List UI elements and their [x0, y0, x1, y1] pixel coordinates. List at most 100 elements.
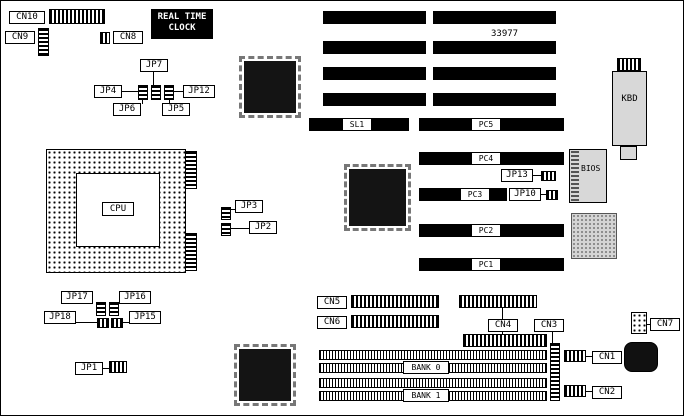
cn7-label: CN7 [650, 318, 680, 331]
cn9-label: CN9 [5, 31, 35, 44]
cn3-connector [550, 343, 560, 401]
jp12-line [174, 91, 183, 92]
kbd-label: KBD [621, 94, 638, 104]
pc5-label: PC5 [472, 119, 500, 130]
jp18-line [76, 322, 97, 323]
pc2-label: PC2 [472, 225, 500, 236]
bios-hatch [571, 151, 579, 201]
rtc-label-line1: REAL TIME [157, 12, 207, 22]
qfp-chip-top [239, 56, 301, 118]
kbd-small-box [620, 146, 637, 160]
cn5-connector [351, 295, 439, 308]
rtc-chip: REAL TIME CLOCK [151, 9, 213, 39]
edge-bar-1-right [433, 11, 556, 24]
jp1-connector [109, 361, 127, 373]
cn1-label: CN1 [592, 351, 622, 364]
jp18-jumper [97, 318, 109, 328]
cn1-line [586, 356, 592, 357]
cn4-connector-lower [463, 334, 547, 347]
qfp-chip-middle [344, 164, 411, 231]
cpu-socket-inner [76, 173, 160, 247]
jp4-line [122, 91, 138, 92]
bank1-label: BANK 1 [403, 389, 449, 402]
jp7-line [153, 72, 154, 85]
jp10-label: JP10 [509, 188, 541, 201]
jp3-line [231, 209, 235, 210]
jp2-label: JP2 [249, 221, 277, 234]
jp12-jumper [164, 85, 174, 100]
edge-bar-2-right [433, 41, 556, 54]
jp16-label: JP16 [119, 291, 151, 304]
simm-slot-3 [319, 378, 547, 388]
pc3-label: PC3 [461, 189, 489, 200]
pc4-label: PC4 [472, 153, 500, 164]
cn7-line [647, 324, 650, 325]
cn3-label: CN3 [534, 319, 564, 332]
cn10-connector [49, 9, 105, 24]
jp6-line [142, 100, 143, 104]
jp13-jumper [541, 171, 556, 181]
jp16-jumper [109, 302, 119, 316]
jp15-jumper [111, 318, 123, 328]
jp3-label: JP3 [235, 200, 263, 213]
jp1-line [103, 368, 109, 369]
edge-bar-4-right [433, 93, 556, 106]
bank0-label: BANK 0 [403, 361, 449, 374]
jp10-jumper [546, 190, 558, 200]
jp10-line [541, 194, 546, 195]
edge-bar-3-left [323, 67, 426, 80]
cn7-connector [631, 312, 647, 334]
jp13-label: JP13 [501, 169, 533, 182]
jp18-label: JP18 [44, 311, 76, 324]
cn6-label: CN6 [317, 316, 347, 329]
part-number: 33977 [491, 29, 519, 39]
jp4-label: JP4 [94, 85, 122, 98]
jp1-label: JP1 [75, 362, 103, 375]
bios-label: BIOS [581, 164, 601, 173]
cn4-label: CN4 [488, 319, 518, 332]
cpu-label: CPU [102, 202, 134, 216]
kbd-cap [617, 58, 641, 71]
cn8-connector [100, 32, 110, 44]
jp13-line [533, 175, 541, 176]
socket-lever-top [185, 151, 197, 189]
jp7-label: JP7 [140, 59, 168, 72]
jp3-jumper [221, 207, 231, 220]
din-connector [624, 342, 658, 372]
bios-chip: BIOS [569, 149, 607, 203]
cn2-connector [564, 385, 586, 397]
cn5-label: CN5 [317, 296, 347, 309]
jp2-line [231, 228, 249, 229]
cn4-connector-upper [459, 295, 537, 308]
cn9-connector [38, 28, 49, 56]
edge-bar-4-left [323, 93, 426, 106]
jp12-label: JP12 [183, 85, 215, 98]
rtc-label-line2: CLOCK [168, 23, 196, 33]
jp15-label: JP15 [129, 311, 161, 324]
cn6-connector [351, 315, 439, 328]
jp17-jumper [96, 302, 106, 316]
edge-bar-2-left [323, 41, 426, 54]
jp7-jumper [151, 85, 161, 100]
kbd-connector: KBD [612, 71, 647, 146]
jp2-jumper [221, 223, 231, 236]
jp17-label: JP17 [61, 291, 93, 304]
jp5-label: JP5 [162, 103, 190, 116]
jp5-line [169, 100, 170, 104]
cn3-line [552, 332, 553, 343]
edge-bar-1-left [323, 11, 426, 24]
jp6-label: JP6 [113, 103, 141, 116]
cn2-line [586, 391, 592, 392]
simm-slot-1 [319, 350, 547, 360]
jp4-jumper [138, 85, 148, 100]
cn1-connector [564, 350, 586, 362]
chipset-gray [571, 213, 617, 259]
cn8-label: CN8 [113, 31, 143, 44]
pc1-label: PC1 [472, 259, 500, 270]
cn4-line-down [502, 332, 503, 334]
jp15-line [123, 322, 129, 323]
sl1-label: SL1 [343, 119, 371, 130]
qfp-chip-bottom [234, 344, 296, 406]
cn4-line-up [502, 308, 503, 319]
